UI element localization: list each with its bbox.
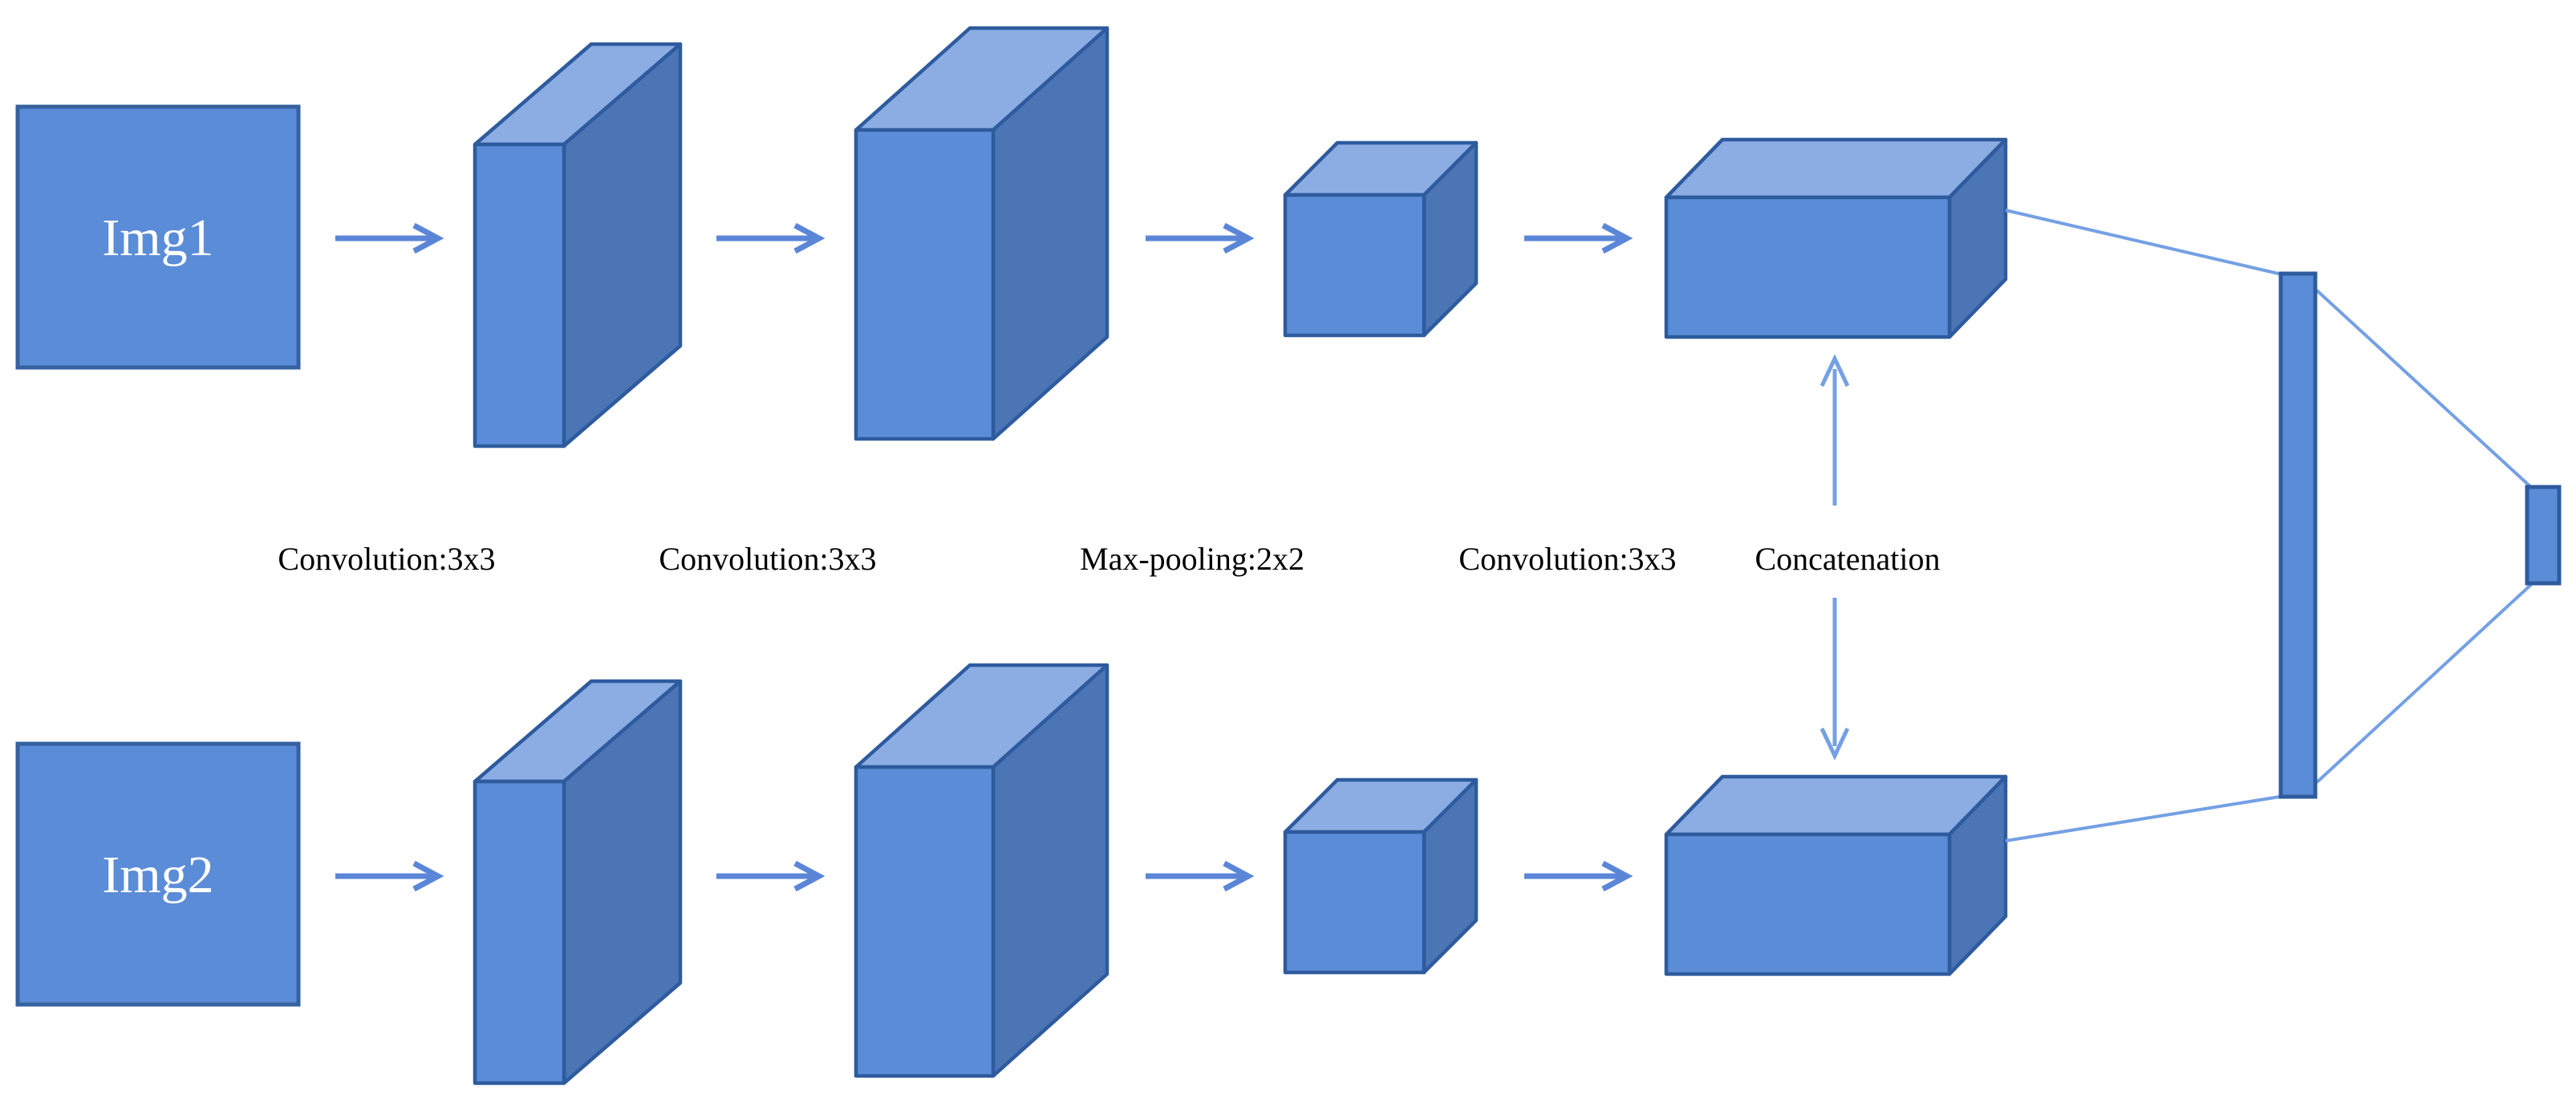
row2-conv2-slab-front-face [854, 765, 996, 1078]
row2-arrow-pool-to-conv3 [1524, 860, 1633, 892]
row2-conv1-slab-front-face [473, 779, 566, 1086]
row2-arrow-conv2-to-pool-head-icon [1223, 860, 1255, 892]
row1-arrow-conv2-to-pool [1146, 222, 1255, 254]
row2-conv2-slab [854, 663, 1110, 1078]
row1-arrow-conv2-to-pool-head-icon [1223, 222, 1255, 254]
row1-conv1-slab [473, 42, 683, 449]
row1-conv3-cuboid-top-face [1664, 137, 2008, 200]
img2-input-box [15, 741, 301, 1007]
row2-arrow-conv1-to-conv2 [716, 860, 826, 892]
stage-labels: Convolution:3x3 Convolution:3x3 Max-poolin… [278, 541, 1940, 577]
row1-conv1-slab-front-face [473, 142, 566, 449]
row2-arrow-conv1-to-conv2-head-icon [793, 860, 826, 892]
concatenated-feature-vector [2278, 271, 2318, 799]
label-convolution-2: Convolution:3x3 [659, 541, 876, 577]
row1-arrow-input-to-conv1 [335, 222, 444, 254]
row1-conv3-cuboid [1664, 137, 2008, 339]
row2-arrow-conv2-to-pool [1146, 860, 1255, 892]
row1-pool-cube-front-face [1283, 193, 1426, 338]
label-convolution-3: Convolution:3x3 [1458, 541, 1676, 577]
row2-pool-cube-front-face [1283, 830, 1426, 975]
connector-row1-cuboid-to-vector [2005, 209, 2290, 278]
connector-row2-cuboid-to-vector [2005, 794, 2286, 842]
row2-arrow-input-to-conv1 [335, 860, 444, 892]
img2-input-box-group: Img2 [15, 741, 301, 1007]
connector-vector-to-output-bottom [2315, 579, 2537, 784]
row1-arrow-input-to-conv1-head-icon [412, 222, 444, 254]
row1-pool-cube [1283, 140, 1479, 338]
row2-conv3-cuboid-front-face [1664, 832, 1952, 976]
row2-arrow-pool-to-conv3-head-icon [1601, 860, 1633, 892]
label-maxpooling: Max-pooling:2x2 [1080, 541, 1304, 577]
output-vector [2525, 485, 2562, 586]
row1-conv3-cuboid-front-face [1664, 195, 1952, 339]
concatenation-arrows [1819, 354, 1850, 761]
img1-input-box [15, 104, 301, 370]
row2-conv1-slab [473, 679, 683, 1086]
img1-input-box-group: Img1 [15, 104, 301, 370]
row1-arrow-pool-to-conv3-head-icon [1601, 222, 1633, 254]
img2-input-box-label: Img2 [102, 846, 213, 904]
row1-conv2-slab [854, 26, 1110, 441]
row1-arrow-conv1-to-conv2-head-icon [793, 222, 826, 254]
connector-lines [2005, 209, 2537, 842]
row2-conv3-cuboid-top-face [1664, 774, 2008, 837]
img1-input-box-label: Img1 [102, 209, 213, 267]
concatenation-arrow-up-head-icon [1819, 354, 1850, 388]
row2-arrow-input-to-conv1-head-icon [412, 860, 444, 892]
row1-conv2-slab-front-face [854, 128, 996, 441]
label-convolution-1: Convolution:3x3 [278, 541, 495, 577]
row1-arrow-pool-to-conv3 [1524, 222, 1633, 254]
vector-rects [2278, 271, 2562, 799]
connector-vector-to-output-top [2315, 289, 2535, 491]
concatenation-arrow-up [1819, 354, 1850, 505]
feature-map-shapes [473, 26, 2008, 1086]
flow-arrows [335, 222, 1633, 892]
row2-pool-cube [1283, 777, 1479, 975]
label-concatenation: Concatenation [1755, 541, 1940, 577]
row2-conv3-cuboid [1664, 774, 2008, 976]
concatenation-arrow-down [1819, 598, 1850, 761]
concatenation-arrow-down-head-icon [1819, 727, 1850, 761]
row1-arrow-conv1-to-conv2 [716, 222, 826, 254]
